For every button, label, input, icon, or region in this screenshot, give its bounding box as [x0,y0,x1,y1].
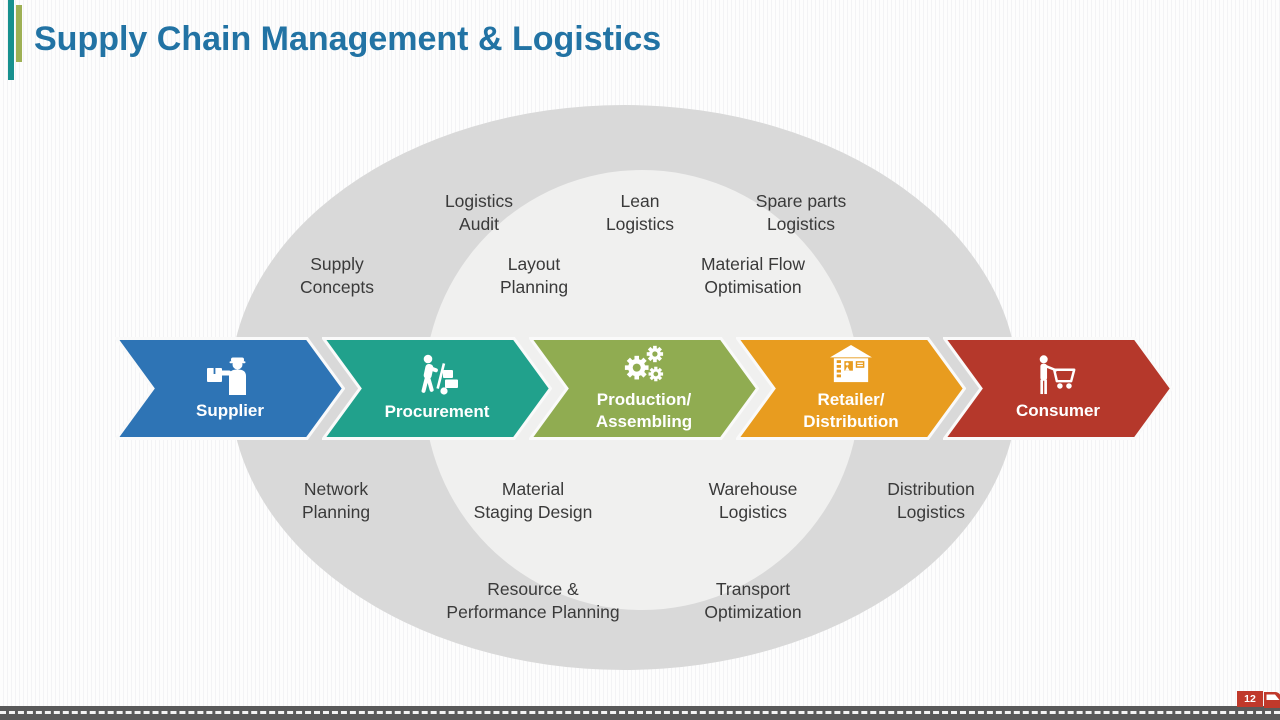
chevron-procurement: Procurement [322,337,552,440]
chevron-label: Production/ Assembling [595,390,693,431]
chevron-supplier: Supplier [115,337,345,440]
hand-truck-icon [421,354,458,395]
shopping-cart-icon [1039,355,1076,395]
chevron-shape [529,337,759,440]
chevron-shape [943,337,1173,440]
chevron-label: Consumer [1015,401,1101,420]
orbit-label-lean-logistics: Lean Logistics [605,191,675,234]
chevron-label: Retailer/ Distribution [803,390,899,431]
orbit-label-supply-concepts: Supply Concepts [300,254,374,297]
chevron-shape [736,337,966,440]
orbit-label-transport-optimization: Transport Optimization [704,579,802,622]
orbit-label-material-staging-design: Material Staging Design [473,479,593,522]
orbit-label-material-flow-optimisation: Material Flow Optimisation [700,254,806,297]
orbit-label-distribution-logistics: Distribution Logistics [887,479,975,522]
slide-number-badge: 12 [1237,691,1263,707]
orbit-label-resource-performance-planning: Resource & Performance Planning [446,579,620,622]
orbit-label-warehouse-logistics: Warehouse Logistics [708,479,798,522]
chevron-production-assembling: Production/ Assembling [529,337,759,440]
accent-bar-teal [8,0,14,80]
footer-road-bar [0,706,1280,720]
orbit-label-network-planning: Network Planning [301,479,371,522]
orbit-label-spare-parts-logistics: Spare parts Logistics [755,191,847,234]
gears-icon [624,345,664,382]
page-title: Supply Chain Management & Logistics [34,20,662,58]
accent-bar-olive [16,5,22,62]
truck-icon [1264,692,1280,708]
slide-number: 12 [1244,693,1256,705]
chevron-retailer-distribution: Retailer/ Distribution [736,337,966,440]
chevron-consumer: Consumer [943,337,1173,440]
road-dashed-line [0,711,1280,714]
chevron-label: Procurement [384,402,490,421]
chevron-label: Supplier [195,401,264,420]
orbit-label-logistics-audit: Logistics Audit [444,191,514,234]
chevron-shape [322,337,552,440]
supplier-delivery-icon [207,357,246,395]
warehouse-icon [830,344,872,383]
orbit-label-layout-planning: Layout Planning [499,254,569,297]
